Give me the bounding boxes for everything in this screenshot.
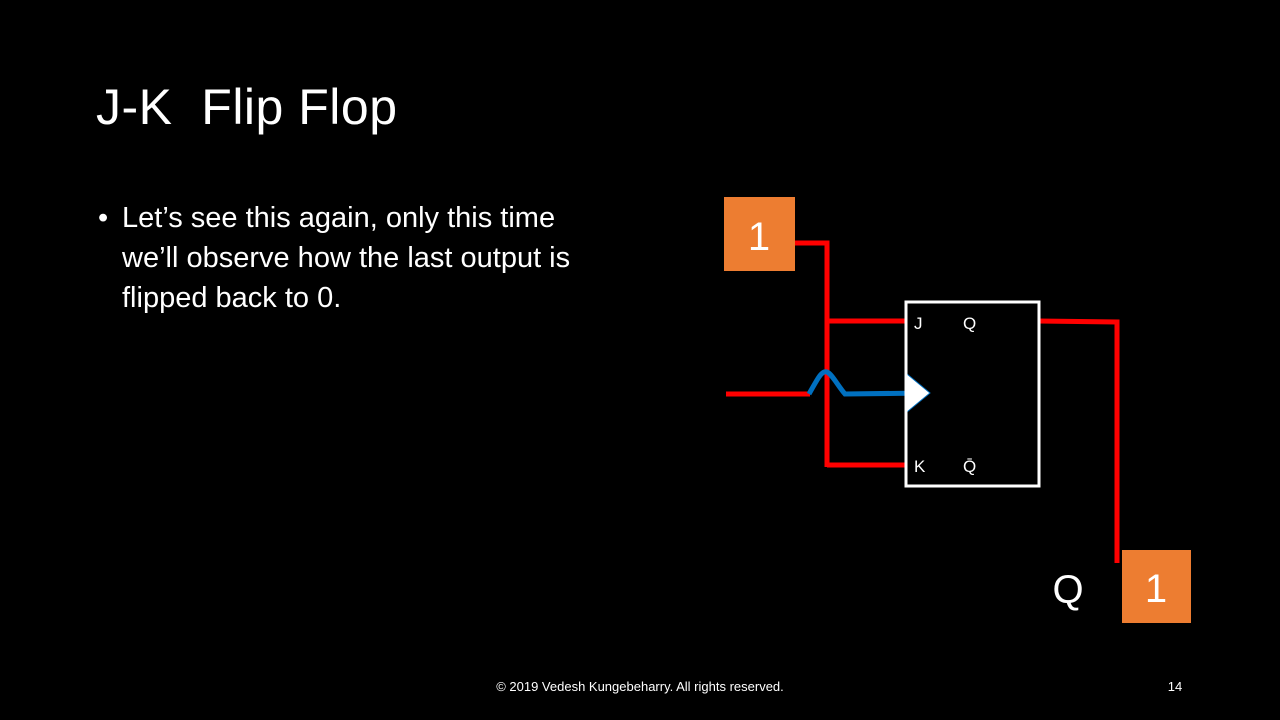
- pin-q: Q: [963, 314, 976, 333]
- clock-pulse: [806, 369, 926, 397]
- input-wire: [795, 240, 830, 467]
- input-value: 1: [748, 215, 770, 259]
- slide-title: J-K Flip Flop: [96, 79, 398, 135]
- clock-triangle-icon: [906, 372, 931, 414]
- flip-flop-box: [904, 300, 1041, 488]
- footer-copyright: © 2019 Vedesh Kungebeharry. All rights r…: [496, 679, 784, 694]
- pin-q-bar: Q̄: [963, 457, 976, 476]
- pin-j: J: [914, 314, 923, 333]
- bullet-list: Let’s see this again, only this time we’…: [98, 198, 618, 318]
- input-value-box: [724, 197, 795, 271]
- wires: [726, 240, 1120, 563]
- output-value: 1: [1145, 567, 1167, 611]
- q-output-wire: [1037, 318, 1120, 563]
- output-label: Q: [1052, 568, 1083, 612]
- bullet-item: Let’s see this again, only this time we’…: [98, 198, 618, 318]
- page-number: 14: [1167, 679, 1183, 694]
- output-value-box: [1122, 550, 1191, 623]
- pin-k: K: [914, 457, 926, 476]
